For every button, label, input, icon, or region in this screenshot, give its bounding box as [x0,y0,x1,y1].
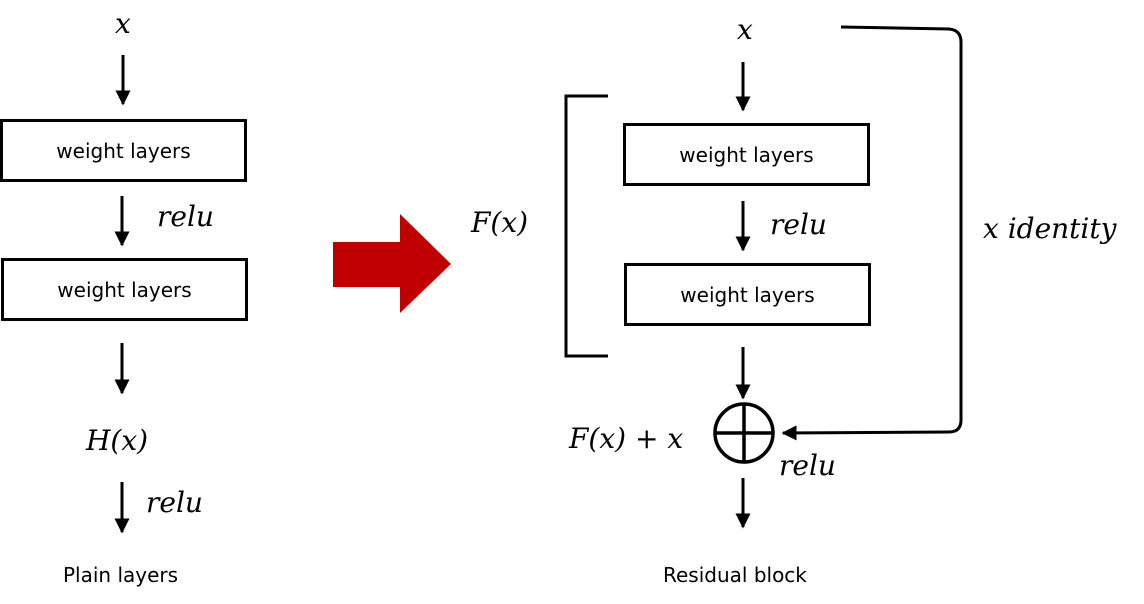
residual-input-label: x [737,13,753,46]
sum-label: F(x) + x [569,422,684,455]
residual-caption: Residual block [663,563,807,587]
plain-relu-2-label: relu [146,486,203,519]
shortcut-label: x identity [983,212,1117,245]
residual-weight-layer-1: weight layers [623,123,870,186]
plain-caption: Plain layers [63,563,179,587]
residual-relu-2-label: relu [779,449,836,482]
plain-relu-1-label: relu [157,200,214,233]
plain-weight-layer-1: weight layers [0,119,247,182]
plain-weight-layer-2: weight layers [1,258,248,321]
residual-relu-1-label: relu [770,208,827,241]
identity-shortcut [781,25,963,441]
branch-label: F(x) [471,206,529,239]
residual-weight-layer-2: weight layers [624,263,871,326]
plain-output-label: H(x) [86,424,149,457]
branch-bracket [564,94,608,358]
plain-input-label: x [115,7,131,40]
sum-icon [713,402,775,464]
transform-arrow-icon [333,214,451,313]
